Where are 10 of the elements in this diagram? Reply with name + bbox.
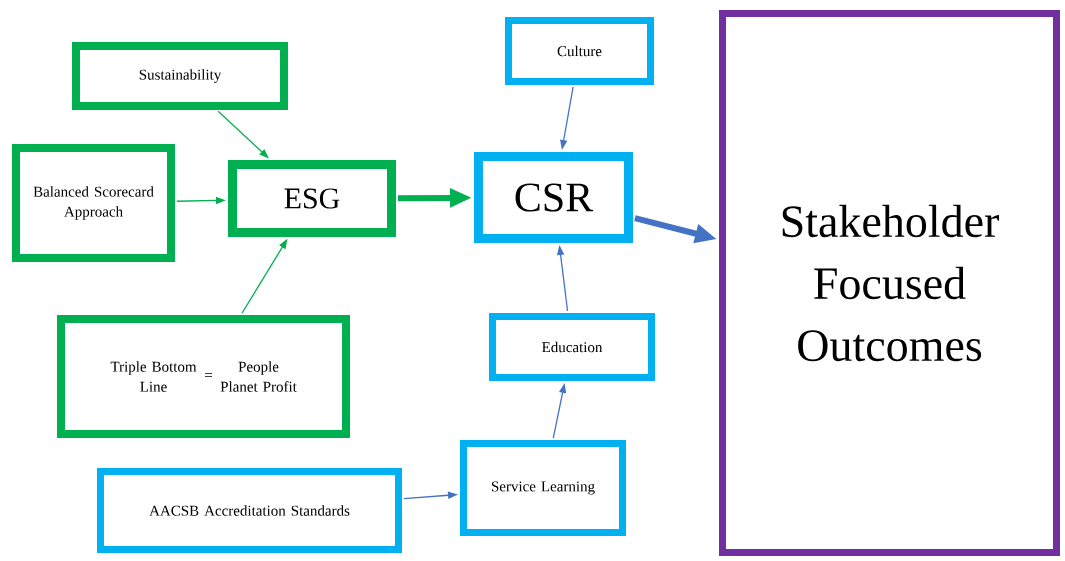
process-box: Education [489, 313, 655, 381]
process-box: Balanced Scorecard Approach [12, 144, 175, 262]
process-box: Culture [505, 17, 654, 85]
outcome-box: Stakeholder Focused Outcomes [719, 10, 1060, 556]
process-box: ESG [228, 160, 396, 237]
process-box: Triple Bottom Line = People Planet Profit [57, 315, 350, 438]
process-box: Service Learning [460, 440, 626, 536]
process-box: AACSB Accreditation Standards [97, 468, 402, 553]
process-box: CSR [474, 152, 633, 243]
process-box: Sustainability [72, 42, 288, 110]
